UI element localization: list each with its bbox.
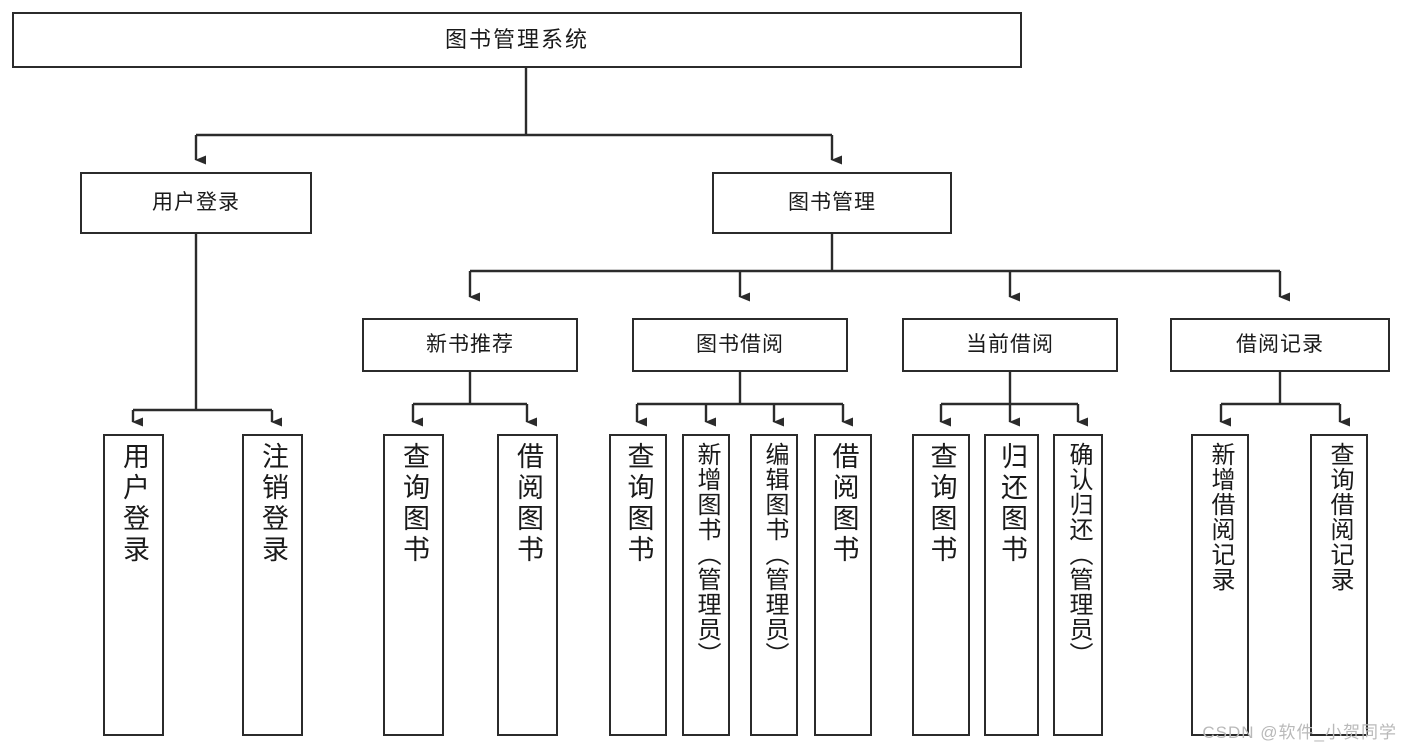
node-label: 新增借阅记录 <box>1207 442 1234 592</box>
leaf-query-borrow-record[interactable]: 查询借阅记录 <box>1310 434 1368 736</box>
node-label: 查询图书 <box>399 442 429 566</box>
node-label: 确认归还（管理员） <box>1065 442 1092 667</box>
node-current-borrow[interactable]: 当前借阅 <box>902 318 1118 372</box>
node-label: 注销登录 <box>258 442 288 566</box>
node-label: 图书管理 <box>788 191 876 215</box>
node-book-manage[interactable]: 图书管理 <box>712 172 952 234</box>
node-label: 编辑图书（管理员） <box>761 442 788 667</box>
node-label: 用户登录 <box>152 191 240 215</box>
leaf-return-book[interactable]: 归还图书 <box>984 434 1039 736</box>
node-user-login[interactable]: 用户登录 <box>80 172 312 234</box>
node-new-book-recommend[interactable]: 新书推荐 <box>362 318 578 372</box>
leaf-query-book-borrow[interactable]: 查询图书 <box>609 434 667 736</box>
node-label: 用户登录 <box>119 442 149 566</box>
node-label: 新书推荐 <box>426 333 514 357</box>
node-label: 图书管理系统 <box>444 26 589 52</box>
node-label: 当前借阅 <box>966 333 1054 357</box>
node-label: 借阅图书 <box>513 442 543 566</box>
leaf-user-login[interactable]: 用户登录 <box>103 434 164 736</box>
node-label: 查询图书 <box>926 442 957 566</box>
leaf-logout-login[interactable]: 注销登录 <box>242 434 303 736</box>
node-label: 借阅记录 <box>1236 333 1324 357</box>
csdn-watermark: CSDN @软件_小贺同学 <box>1202 723 1397 742</box>
leaf-borrow-book-borrow[interactable]: 借阅图书 <box>814 434 872 736</box>
leaf-borrow-book-recommend[interactable]: 借阅图书 <box>497 434 558 736</box>
node-label: 查询图书 <box>623 442 654 566</box>
node-label: 归还图书 <box>997 442 1027 566</box>
leaf-confirm-return-admin[interactable]: 确认归还（管理员） <box>1053 434 1103 736</box>
leaf-query-book-recommend[interactable]: 查询图书 <box>383 434 444 736</box>
node-label: 查询借阅记录 <box>1326 442 1353 592</box>
leaf-query-book-current[interactable]: 查询图书 <box>912 434 970 736</box>
node-label: 借阅图书 <box>828 442 859 566</box>
node-label: 图书借阅 <box>696 333 784 357</box>
node-root-system[interactable]: 图书管理系统 <box>12 12 1022 68</box>
leaf-add-book-admin[interactable]: 新增图书（管理员） <box>682 434 730 736</box>
leaf-add-borrow-record[interactable]: 新增借阅记录 <box>1191 434 1249 736</box>
node-label: 新增图书（管理员） <box>693 442 720 667</box>
node-book-borrow[interactable]: 图书借阅 <box>632 318 848 372</box>
node-borrow-record[interactable]: 借阅记录 <box>1170 318 1390 372</box>
leaf-edit-book-admin[interactable]: 编辑图书（管理员） <box>750 434 798 736</box>
